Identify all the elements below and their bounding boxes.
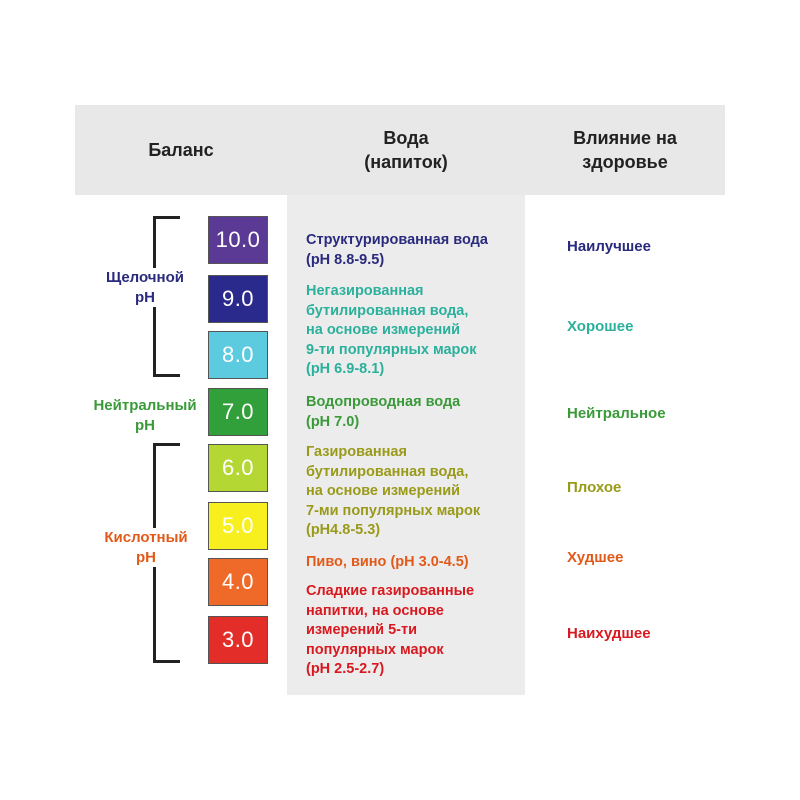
header-balance: Баланс (75, 105, 287, 195)
ph-box-5: 5.0 (208, 502, 268, 550)
effect-bad: Плохое (567, 479, 622, 496)
effect-neutral: Нейтральное (567, 405, 666, 422)
header-health-bg (525, 105, 725, 195)
drink-tap: Водопроводная вода(pH 7.0) (306, 394, 461, 430)
header-health: Влияние на здоровье (525, 105, 725, 195)
header-balance-label: Баланс (148, 139, 214, 160)
header-health-line2: здоровье (582, 152, 668, 172)
effect-best: Наилучшее (567, 238, 651, 255)
ph-box-7: 7.0 (208, 388, 268, 436)
effect-worst: Наихудшее (567, 625, 651, 642)
effect-good: Хорошее (567, 318, 634, 335)
effect-worse: Худшее (567, 549, 624, 566)
ph-box-8: 8.0 (208, 331, 268, 379)
ph-box-10: 10.0 (208, 216, 268, 264)
ph-box-3: 3.0 (208, 616, 268, 664)
ph-box-6: 6.0 (208, 444, 268, 492)
ph-box-4: 4.0 (208, 558, 268, 606)
ph-box-9: 9.0 (208, 275, 268, 323)
drink-beer-wine: Пиво, вино (pH 3.0-4.5) (306, 554, 469, 570)
header-water-line1: Вода (383, 127, 429, 148)
drink-structured: Структурированная вода(pH 8.8-9.5) (306, 232, 488, 268)
header-health-line1: Влияние на (573, 127, 677, 148)
header-water-bg (287, 105, 525, 195)
header-balance-bg (75, 105, 287, 195)
header-water-line2: (напиток) (364, 152, 448, 172)
header-water: Вода (напиток) (287, 105, 525, 195)
water-column-bg (287, 195, 525, 695)
